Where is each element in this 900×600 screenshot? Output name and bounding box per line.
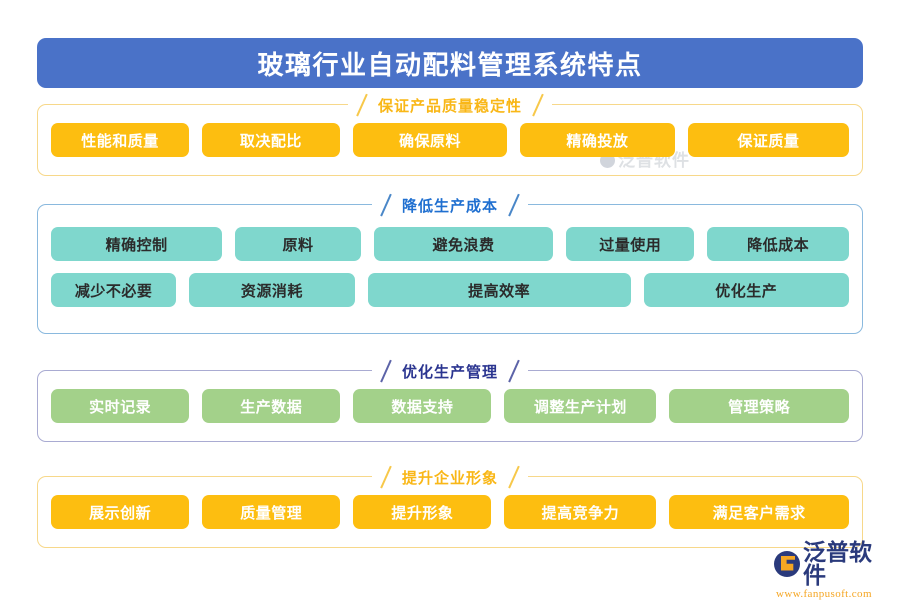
pill-item[interactable]: 避免浪费 [373, 227, 554, 261]
pill-item[interactable]: 保证质量 [687, 123, 849, 157]
pill-item[interactable]: 满足客户需求 [669, 495, 849, 529]
pill-item[interactable]: 精确控制 [51, 227, 223, 261]
pill-item[interactable]: 取决配比 [201, 123, 340, 157]
pill-item[interactable]: 减少不必要 [51, 273, 177, 307]
section-3: 优化生产管理实时记录生产数据数据支持调整生产计划管理策略 [37, 360, 863, 442]
pill-item[interactable]: 提升形象 [353, 495, 492, 529]
brand-logo: 泛普软件 www.fanpusoft.com [774, 540, 894, 600]
pill-item[interactable]: 过量使用 [566, 227, 695, 261]
pill-item[interactable]: 资源消耗 [189, 273, 355, 307]
pill-item[interactable]: 降低成本 [707, 227, 849, 261]
pill-item[interactable]: 精确投放 [520, 123, 675, 157]
pill-item[interactable]: 提高效率 [367, 273, 631, 307]
pill-item[interactable]: 原料 [235, 227, 361, 261]
page-title: 玻璃行业自动配料管理系统特点 [257, 49, 643, 80]
pill-item[interactable]: 数据支持 [353, 389, 492, 423]
brand-name: 泛普软件 [803, 538, 872, 588]
pill-item[interactable]: 质量管理 [202, 495, 341, 529]
brand-logo-row: 泛普软件 [774, 538, 894, 588]
pill-row: 减少不必要资源消耗提高效率优化生产 [38, 261, 862, 307]
section-2: 降低生产成本精确控制原料避免浪费过量使用降低成本减少不必要资源消耗提高效率优化生… [37, 194, 863, 334]
pill-item[interactable]: 确保原料 [352, 123, 508, 157]
section-4: 提升企业形象展示创新质量管理提升形象提高竞争力满足客户需求 [37, 466, 863, 548]
section-1: 保证产品质量稳定性性能和质量取决配比确保原料精确投放保证质量 [37, 94, 863, 176]
pill-item[interactable]: 展示创新 [51, 495, 190, 529]
brand-url: www.fanpusoft.com [776, 587, 872, 600]
pill-item[interactable]: 生产数据 [202, 389, 341, 423]
pill-row: 实时记录生产数据数据支持调整生产计划管理策略 [38, 371, 862, 423]
pill-item[interactable]: 实时记录 [51, 389, 190, 423]
fanpu-logo-icon [774, 550, 800, 577]
pill-item[interactable]: 性能和质量 [51, 123, 189, 157]
pill-row: 展示创新质量管理提升形象提高竞争力满足客户需求 [38, 477, 862, 529]
pill-row: 性能和质量取决配比确保原料精确投放保证质量 [38, 105, 862, 157]
pill-row: 精确控制原料避免浪费过量使用降低成本 [38, 205, 862, 261]
page-title-banner: 玻璃行业自动配料管理系统特点 [37, 38, 863, 88]
pill-item[interactable]: 优化生产 [643, 273, 849, 307]
pill-item[interactable]: 调整生产计划 [504, 389, 657, 423]
pill-item[interactable]: 提高竞争力 [504, 495, 657, 529]
pill-item[interactable]: 管理策略 [669, 389, 849, 423]
